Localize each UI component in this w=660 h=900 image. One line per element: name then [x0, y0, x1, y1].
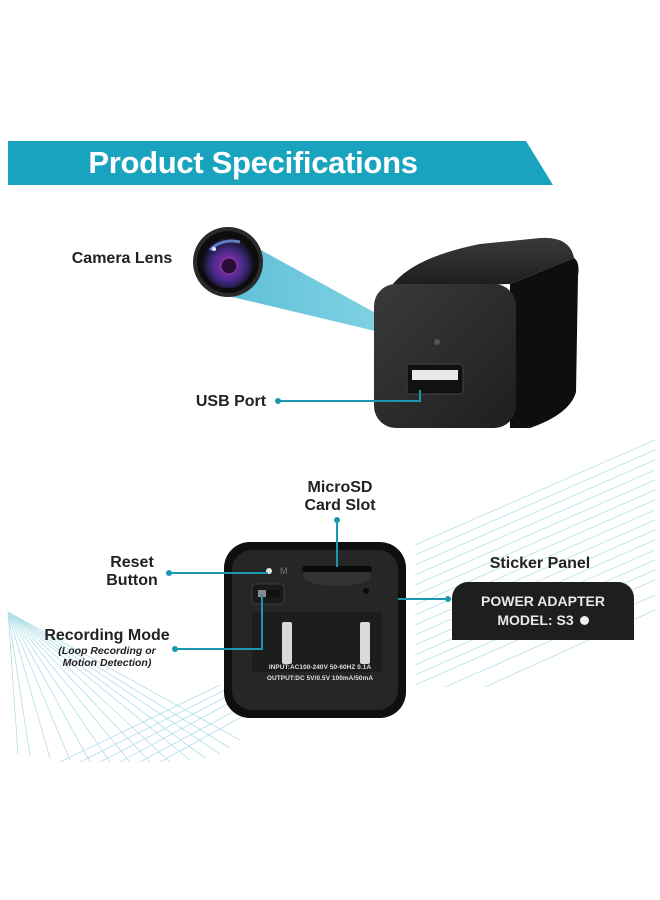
header-banner: Product Specifications	[8, 141, 553, 185]
recording-mode-label: Recording Mode	[44, 627, 170, 644]
microsd-label: MicroSD Card Slot	[304, 479, 376, 514]
sticker-dot-icon	[579, 616, 589, 625]
device-back-spec-text: INPUT:AC100-240V 50-60HZ 0.1A OUTPUT:DC …	[240, 664, 400, 688]
camera-lens-label: Camera Lens	[71, 250, 173, 267]
sticker-panel-label: Sticker Panel	[489, 555, 591, 572]
svg-text:M: M	[280, 566, 288, 576]
spec-input-text: INPUT:AC100-240V 50-60HZ 0.1A	[268, 664, 372, 671]
device-front-image	[374, 237, 579, 428]
camera-lens-icon	[193, 227, 263, 297]
page-title: Product Specifications	[88, 145, 418, 180]
spec-output-text: OUTPUT:DC 5V/0.5V 100mA/50mA	[266, 675, 374, 682]
decorative-lines-left	[7, 611, 246, 763]
recording-mode-callout: Recording Mode (Loop Recording or Motion…	[32, 627, 182, 669]
reset-button-label: Reset Button	[106, 554, 158, 589]
sticker-panel: POWER ADAPTER MODEL: S3	[452, 582, 634, 640]
sticker-line2: MODEL: S3	[452, 612, 634, 628]
usb-port-callout-line	[275, 390, 421, 404]
device-back-image: M	[224, 542, 406, 718]
usb-port-label: USB Port	[195, 393, 267, 410]
sticker-callout-line	[398, 596, 451, 602]
microsd-callout-line	[334, 517, 340, 567]
banner-shape	[8, 141, 553, 185]
sticker-line1: POWER ADAPTER	[481, 593, 605, 609]
recording-mode-sub2: Motion Detection)	[62, 657, 152, 669]
recording-mode-callout-line	[172, 594, 263, 652]
reset-callout-line	[166, 570, 268, 576]
recording-mode-sub1: (Loop Recording or	[58, 645, 156, 657]
